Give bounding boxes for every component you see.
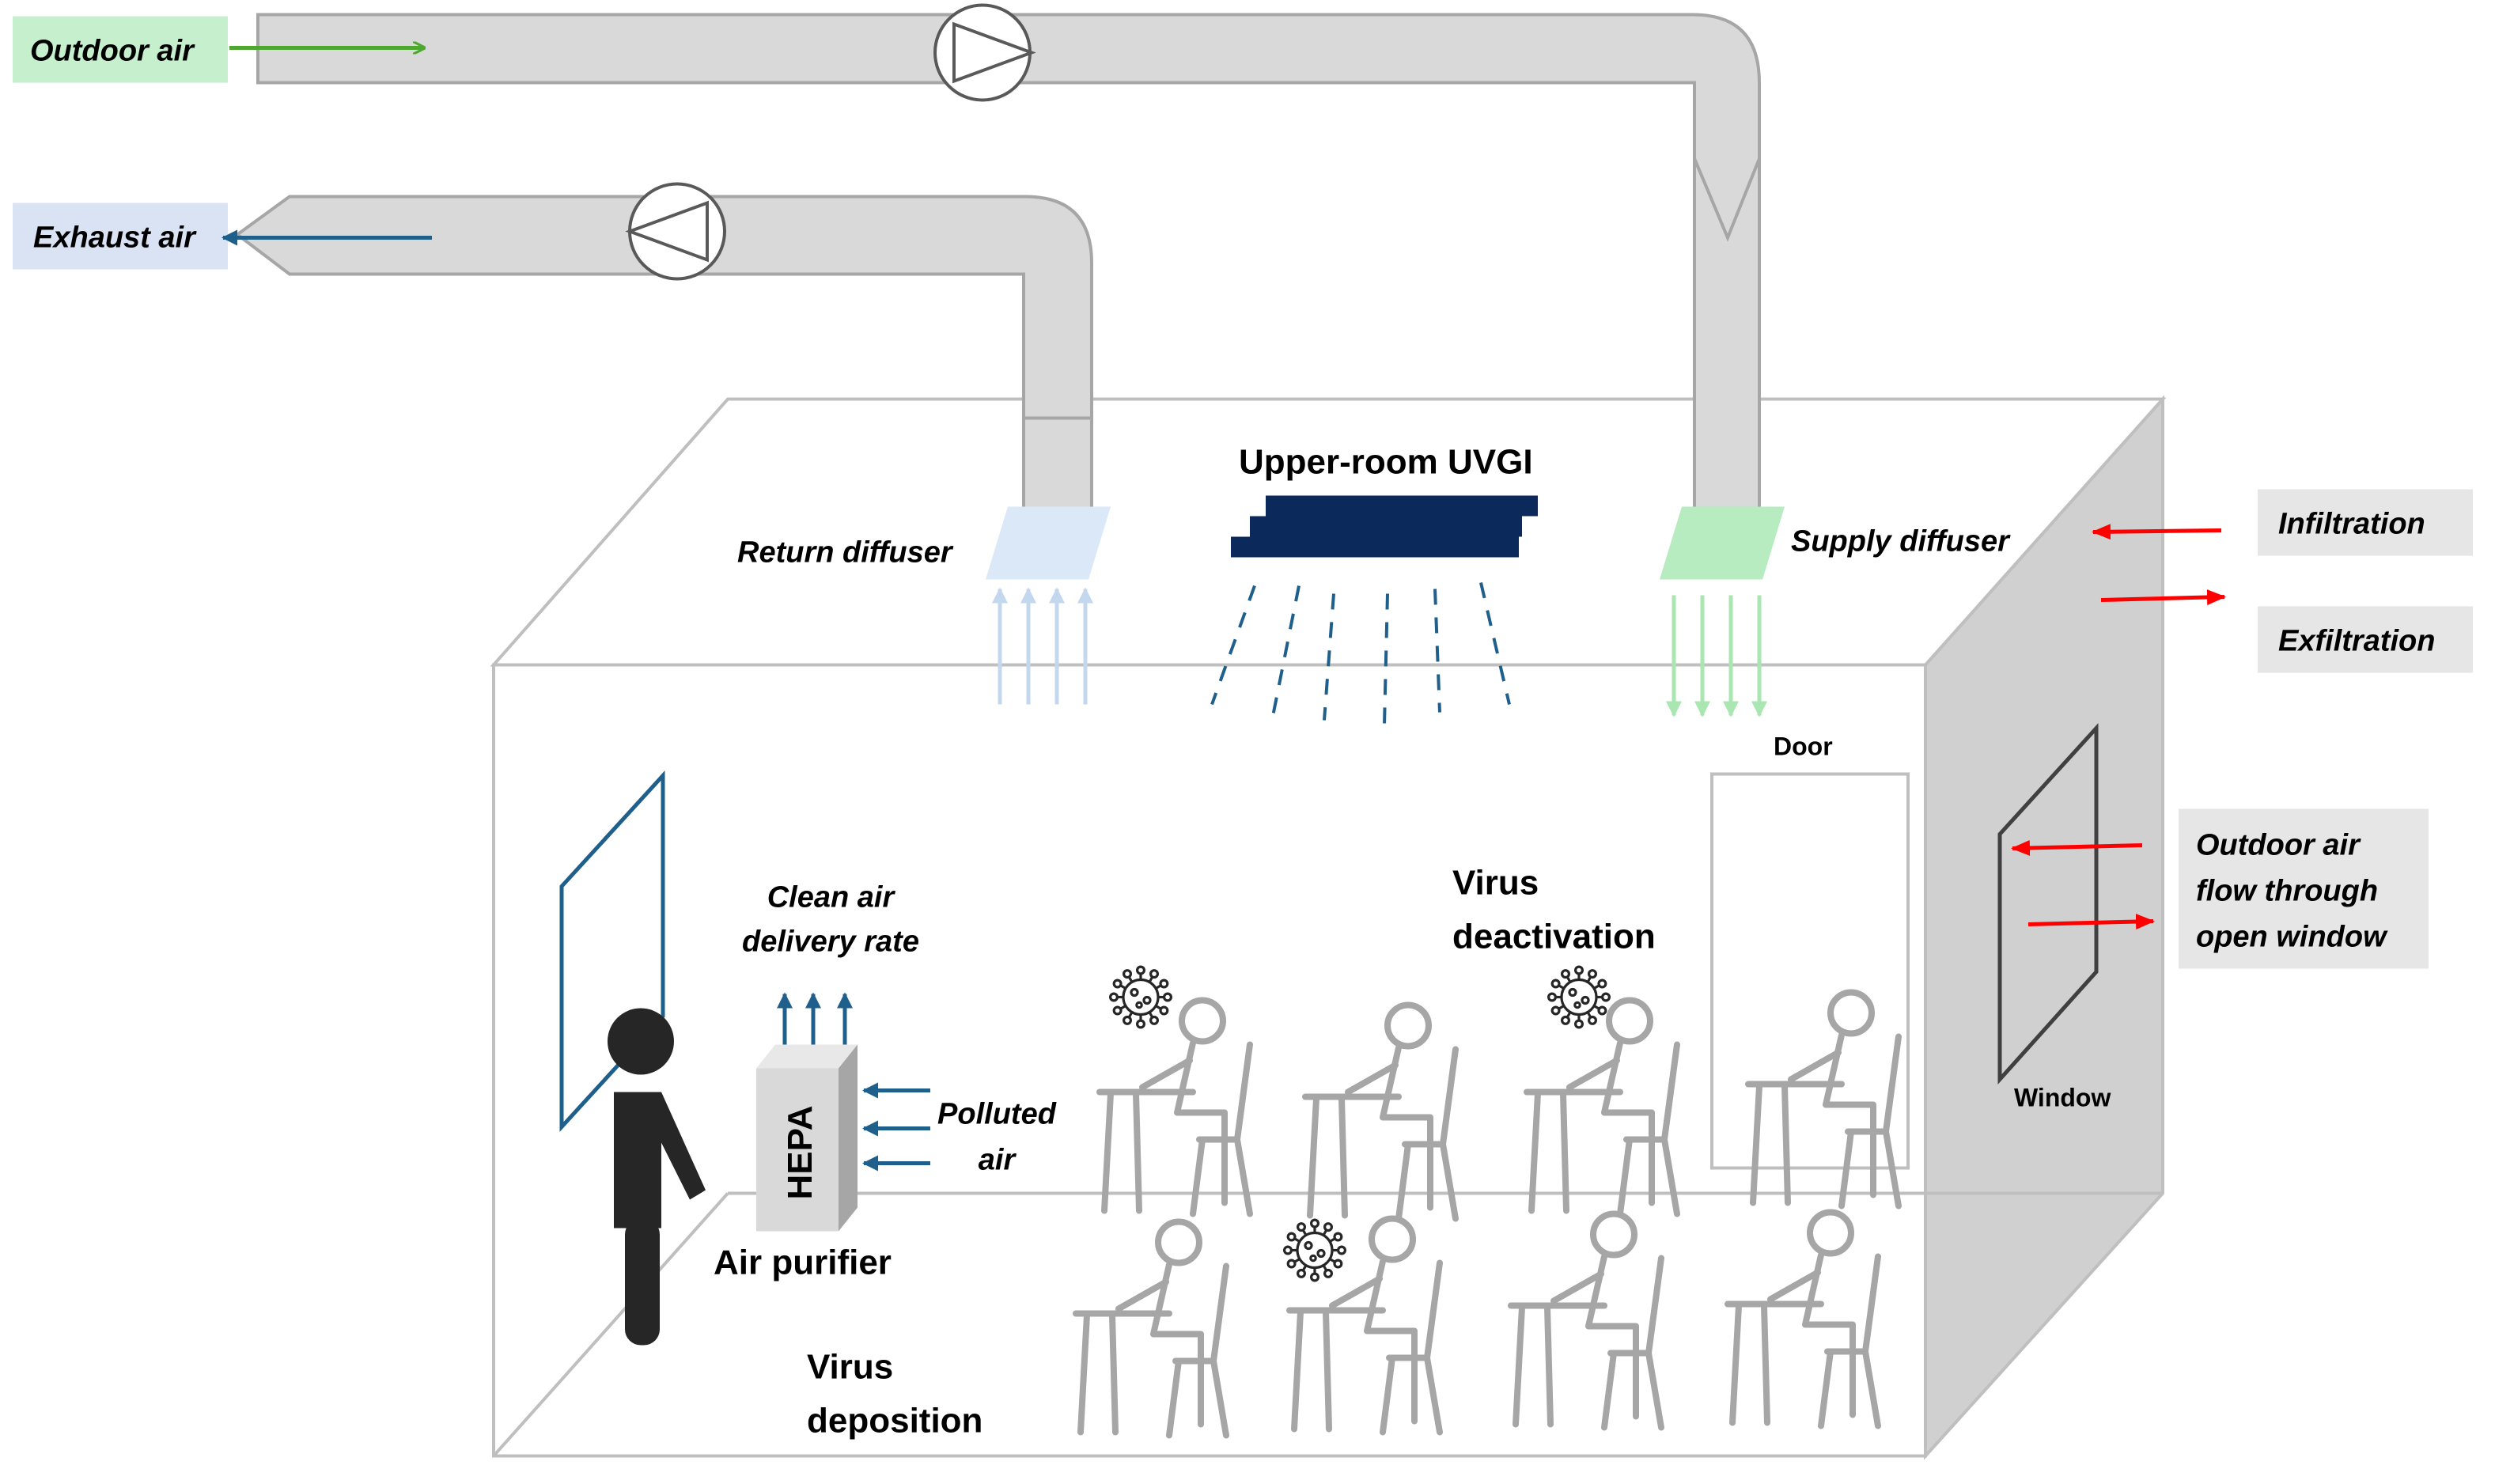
supply-diffuser xyxy=(1660,506,1785,580)
window-outflow-arrow xyxy=(2027,914,2155,930)
return-diffuser xyxy=(986,506,1111,580)
infiltration-arrow xyxy=(2092,524,2222,540)
standing-person xyxy=(608,1008,706,1346)
seated-occupant xyxy=(1073,1218,1229,1439)
window-flow-label-bg xyxy=(2179,808,2429,969)
outdoor-air-label: Outdoor air xyxy=(30,35,195,68)
virus-icon xyxy=(1547,965,1611,1029)
virus-deposition-label: Virus deposition xyxy=(807,1348,982,1440)
seated-occupant xyxy=(1725,1209,1881,1429)
seated-occupant xyxy=(1524,997,1680,1217)
virus-deactivation-line1: Virus xyxy=(1452,864,1539,903)
virus-deactivation-label: Virus deactivation xyxy=(1452,864,1656,956)
virus-deposition-line1: Virus xyxy=(807,1348,893,1387)
virus-icon xyxy=(1108,965,1172,1029)
seated-occupant xyxy=(1745,989,1902,1210)
door-label: Door xyxy=(1774,733,1833,761)
exhaust-air-label-bg xyxy=(13,203,228,270)
seated-occupants xyxy=(1073,989,1902,1439)
polluted-air-label: Polluted air xyxy=(937,1098,1057,1177)
seated-occupant xyxy=(1286,1215,1443,1436)
hepa-air-purifier: HEPA xyxy=(756,1044,858,1232)
polluted-air-line1: Polluted xyxy=(937,1098,1057,1131)
window-flow-line1: Outdoor air xyxy=(2196,829,2361,862)
window xyxy=(1997,723,2099,1085)
outdoor-air-label-bg xyxy=(13,16,228,83)
return-diffuser-label: Return diffuser xyxy=(737,536,954,570)
window-flow-label: Outdoor air flow through open window xyxy=(2196,829,2388,954)
seated-occupant xyxy=(1508,1210,1664,1431)
uv-rays xyxy=(1210,582,1511,725)
window-flow-line2: flow through xyxy=(2196,875,2378,908)
room-front-wall xyxy=(492,663,1927,1458)
uvgi-lamp xyxy=(1231,495,1538,558)
supply-air-arrows xyxy=(1666,595,1767,717)
exfiltration-label-bg xyxy=(2258,606,2473,673)
exhaust-fan-icon xyxy=(625,182,726,281)
wall-glass-panel xyxy=(559,770,665,1132)
supply-fan-icon xyxy=(933,3,1036,102)
uvgi-label: Upper-room UVGI xyxy=(1239,443,1533,482)
clean-air-line2: delivery rate xyxy=(742,926,919,959)
room-floor-left-edge xyxy=(492,1192,729,1457)
window-label: Window xyxy=(2014,1084,2111,1112)
return-air-arrows xyxy=(992,587,1093,705)
polluted-air-line2: air xyxy=(979,1144,1017,1177)
supply-diffuser-label: Supply diffuser xyxy=(1791,525,2011,558)
window-flow-line3: open window xyxy=(2196,921,2388,954)
air-purifier-label: Air purifier xyxy=(714,1244,892,1282)
hepa-label: HEPA xyxy=(781,1106,820,1200)
exfiltration-label: Exfiltration xyxy=(2278,625,2435,658)
clean-air-arrows xyxy=(777,992,853,1045)
door xyxy=(1710,772,1910,1170)
virus-deposition-line2: deposition xyxy=(807,1402,982,1440)
virus-icon xyxy=(1282,1218,1346,1282)
infiltration-label-bg xyxy=(2258,489,2473,556)
clean-air-line1: Clean air xyxy=(767,881,896,914)
infiltration-label: Infiltration xyxy=(2278,508,2425,541)
polluted-air-arrows xyxy=(862,1082,930,1172)
seated-occupant xyxy=(1302,1001,1459,1222)
virus-particles xyxy=(1108,965,1611,1282)
clean-air-label: Clean air delivery rate xyxy=(742,881,919,959)
seated-occupant xyxy=(1096,997,1253,1217)
virus-deactivation-line2: deactivation xyxy=(1452,918,1656,956)
exfiltration-arrow xyxy=(2100,589,2226,606)
window-inflow-arrow xyxy=(2011,839,2143,856)
exhaust-air-label: Exhaust air xyxy=(33,221,197,255)
